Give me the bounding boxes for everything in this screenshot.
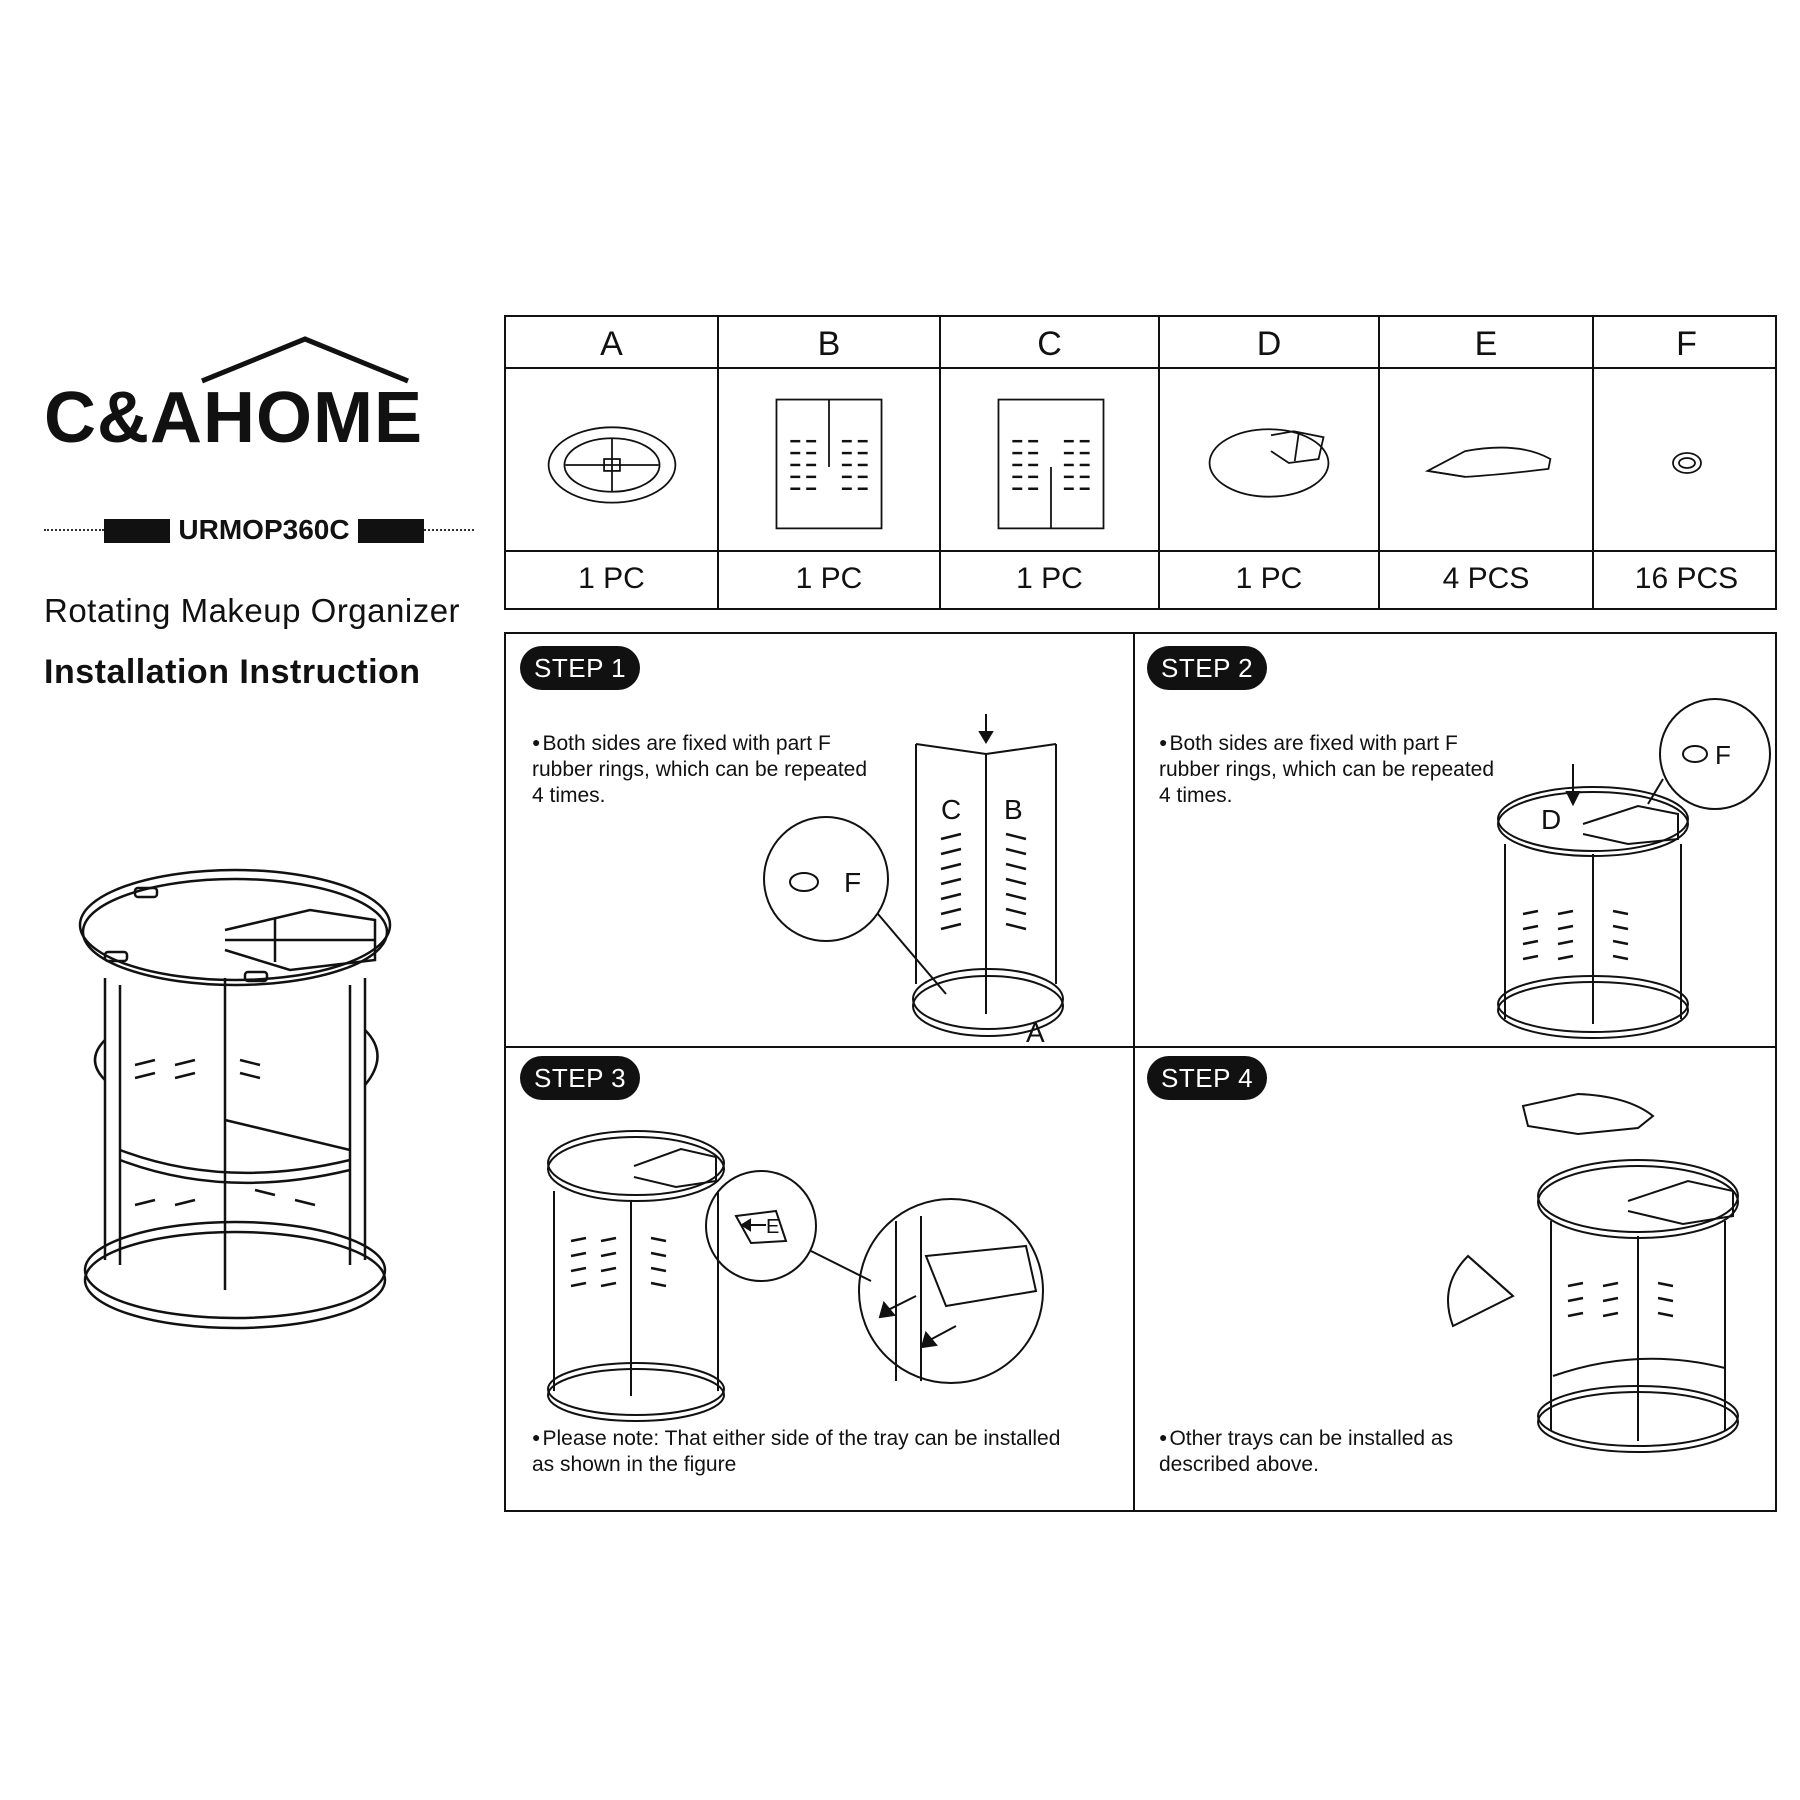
model-number: URMOP360C xyxy=(178,514,350,545)
step-4-panel: STEP 4 ●Other trays can be installed as … xyxy=(1133,1046,1779,1510)
callout-label: A xyxy=(1026,1017,1045,1044)
step-text-line: rubber rings, which can be repeated xyxy=(532,758,868,781)
step-instructions: ●Please note: That either side of the tr… xyxy=(532,1427,1061,1476)
callout-label: F xyxy=(1715,740,1731,770)
part-letter: B xyxy=(817,325,841,363)
part-letter: D xyxy=(1256,325,1282,363)
rubber-ring-icon xyxy=(1672,452,1702,474)
part-column: F 16 PCS xyxy=(1594,317,1779,608)
assembled-organizer-illustration xyxy=(78,868,392,1330)
part-letter: A xyxy=(600,325,623,363)
step-text-line: Other trays can be installed as xyxy=(1169,1427,1454,1450)
callout-label: C xyxy=(941,794,961,825)
callout-label: E xyxy=(766,1216,779,1238)
panel-bottom-slot-icon xyxy=(997,398,1105,530)
step-text-line: 4 times. xyxy=(1159,784,1233,807)
part-letter: F xyxy=(1676,325,1697,363)
part-quantity: 1 PC xyxy=(1016,562,1083,595)
step-text-line: described above. xyxy=(1159,1453,1319,1476)
part-quantity: 4 PCS xyxy=(1442,562,1530,595)
part-quantity: 1 PC xyxy=(795,562,863,595)
part-column: A 1 PC xyxy=(506,317,719,608)
step-3-panel: STEP 3 E xyxy=(506,1046,1133,1510)
step-1-diagram: C B F A xyxy=(763,714,1064,1044)
top-plate-icon xyxy=(1208,428,1330,498)
step-text-line: as shown in the figure xyxy=(532,1453,737,1476)
callout-label: D xyxy=(1541,804,1561,835)
model-number-row: URMOP360C xyxy=(44,515,474,545)
callout-label: F xyxy=(844,867,861,898)
step-instructions: ●Both sides are fixed with part F rubber… xyxy=(1159,732,1495,807)
step-label: STEP 4 xyxy=(1147,1056,1268,1100)
step-text-line: 4 times. xyxy=(532,784,606,807)
step-text-line: Please note: That either side of the tra… xyxy=(542,1427,1061,1450)
steps-grid: STEP 1 ●Both sides are fixed with part F… xyxy=(504,632,1777,1512)
tray-icon xyxy=(1424,446,1552,478)
step-text-line: Both sides are fixed with part F xyxy=(542,732,831,755)
part-column: E 4 PCS xyxy=(1380,317,1594,608)
callout-label: B xyxy=(1004,794,1023,825)
turntable-base-icon xyxy=(547,426,677,504)
step-text-line: rubber rings, which can be repeated xyxy=(1159,758,1495,781)
step-4-diagram xyxy=(1447,1092,1739,1453)
document-title: Installation Instruction xyxy=(44,653,421,691)
part-letter: C xyxy=(1037,325,1062,363)
step-label: STEP 3 xyxy=(520,1056,641,1100)
step-3-diagram: E xyxy=(547,1130,1044,1422)
step-1-panel: STEP 1 ●Both sides are fixed with part F… xyxy=(506,634,1133,1046)
step-label: STEP 2 xyxy=(1147,646,1268,690)
parts-table: A 1 PC B 1 PC C xyxy=(504,315,1777,610)
brand-logo: C&AHOME xyxy=(44,378,423,458)
part-column: B 1 PC xyxy=(719,317,941,608)
part-quantity: 1 PC xyxy=(578,562,645,595)
step-instructions: ●Other trays can be installed as describ… xyxy=(1159,1427,1454,1476)
panel-top-slot-icon xyxy=(775,398,883,530)
part-column: D 1 PC xyxy=(1160,317,1380,608)
product-name: Rotating Makeup Organizer xyxy=(44,592,461,629)
logo-roof-icon xyxy=(201,336,409,384)
step-instructions: ●Both sides are fixed with part F rubber… xyxy=(532,732,868,807)
part-column: C 1 PC xyxy=(941,317,1160,608)
step-2-diagram: D F xyxy=(1497,698,1771,1039)
part-quantity: 1 PC xyxy=(1235,562,1303,595)
part-quantity: 16 PCS xyxy=(1634,562,1739,595)
step-label: STEP 1 xyxy=(520,646,641,690)
part-letter: E xyxy=(1474,325,1498,363)
step-text-line: Both sides are fixed with part F xyxy=(1169,732,1458,755)
step-2-panel: STEP 2 ●Both sides are fixed with part F… xyxy=(1133,634,1779,1046)
